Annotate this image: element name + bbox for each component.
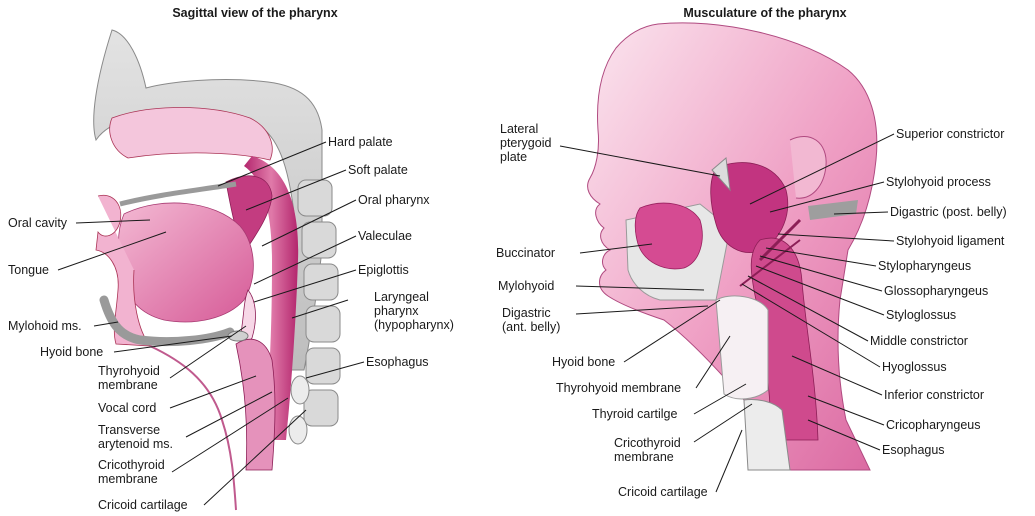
label-esophagus-left: Esophagus [366,355,429,369]
label-thyrohyoid-membrane-right: Thyrohyoid membrane [556,381,681,395]
label-stylohyoid-ligament: Stylohyoid ligament [896,234,1004,248]
label-mylohoid-ms: Mylohoid ms. [8,319,82,333]
label-hard-palate: Hard palate [328,135,393,149]
label-digastric-ant-belly: Digastric (ant. belly) [502,306,560,334]
label-glossopharyngeus: Glossopharyngeus [884,284,988,298]
label-stylohyoid-process: Stylohyoid process [886,175,991,189]
label-cricothyroid-membrane-right: Cricothyroid membrane [614,436,681,464]
label-oral-pharynx: Oral pharynx [358,193,430,207]
label-digastric-post-belly: Digastric (post. belly) [890,205,1007,219]
larynx [236,339,275,470]
label-hyoid-bone-right: Hyoid bone [552,355,615,369]
label-hyoglossus: Hyoglossus [882,360,947,374]
label-buccinator: Buccinator [496,246,555,260]
left-panel-title: Sagittal view of the pharynx [150,6,360,20]
right-panel-title: Musculature of the pharynx [660,6,870,20]
label-oral-cavity: Oral cavity [8,216,67,230]
label-inferior-constrictor: Inferior constrictor [884,388,984,402]
thyroid-cartilage [716,296,768,399]
label-epiglottis: Epiglottis [358,263,409,277]
label-lateral-pterygoid-plate: Lateral pterygoid plate [500,122,551,164]
label-thyrohyoid-membrane-left: Thyrohyoid membrane [98,364,160,392]
label-middle-constrictor: Middle constrictor [870,334,968,348]
label-cricopharyngeus: Cricopharyngeus [886,418,981,432]
label-esophagus-right: Esophagus [882,443,945,457]
label-vocal-cord: Vocal cord [98,401,156,415]
label-tongue: Tongue [8,263,49,277]
label-styloglossus: Styloglossus [886,308,956,322]
label-cricothyroid-membrane-left: Cricothyroid membrane [98,458,165,486]
hard-palate [120,184,236,204]
label-thyroid-cartilage: Thyroid cartilge [592,407,677,421]
label-superior-constrictor: Superior constrictor [896,127,1004,141]
label-stylopharyngeus: Stylopharyngeus [878,259,971,273]
label-cricoid-cartilage-left: Cricoid cartilage [98,498,188,512]
label-soft-palate: Soft palate [348,163,408,177]
label-laryngeal-pharynx: Laryngeal pharynx (hypopharynx) [374,290,454,332]
label-hyoid-bone-left: Hyoid bone [40,345,103,359]
label-transverse-arytenoid: Transverse arytenoid ms. [98,423,173,451]
label-valeculae: Valeculae [358,229,412,243]
label-mylohyoid: Mylohyoid [498,279,554,293]
label-cricoid-cartilage-right: Cricoid cartilage [618,485,708,499]
